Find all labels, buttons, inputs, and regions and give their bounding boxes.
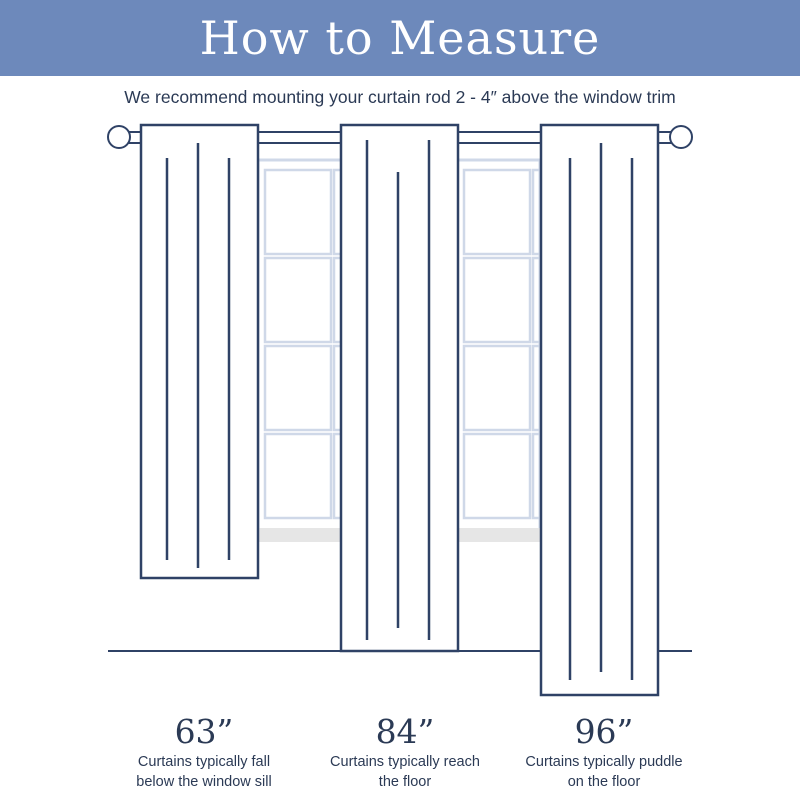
- option-length: 96”: [574, 712, 634, 751]
- page-title: How to Measure: [199, 11, 601, 65]
- option-desc-line2: on the floor: [567, 774, 641, 790]
- subtitle: We recommend mounting your curtain rod 2…: [124, 87, 676, 107]
- option-desc-line1: Curtains typically puddle: [525, 754, 683, 770]
- curtain-panel-84: [339, 123, 460, 653]
- rod-finial-left: [107, 125, 131, 149]
- option-length: 63”: [174, 712, 234, 751]
- option-desc-line1: Curtains typically reach: [330, 754, 480, 770]
- title-banner: How to Measure: [0, 0, 800, 76]
- option-84: 84” Curtains typically reach the floor: [305, 712, 505, 792]
- option-desc-line2: the floor: [378, 774, 432, 790]
- rod-finial-right: [669, 125, 693, 149]
- curtain-panel-63: [139, 123, 260, 580]
- curtain-panel-96: [539, 123, 660, 697]
- option-length: 84”: [375, 712, 435, 751]
- option-desc-line2: below the window sill: [136, 774, 272, 790]
- option-63: 63” Curtains typically fall below the wi…: [104, 712, 304, 792]
- option-96: 96” Curtains typically puddle on the flo…: [504, 712, 704, 792]
- option-desc-line1: Curtains typically fall: [137, 754, 271, 770]
